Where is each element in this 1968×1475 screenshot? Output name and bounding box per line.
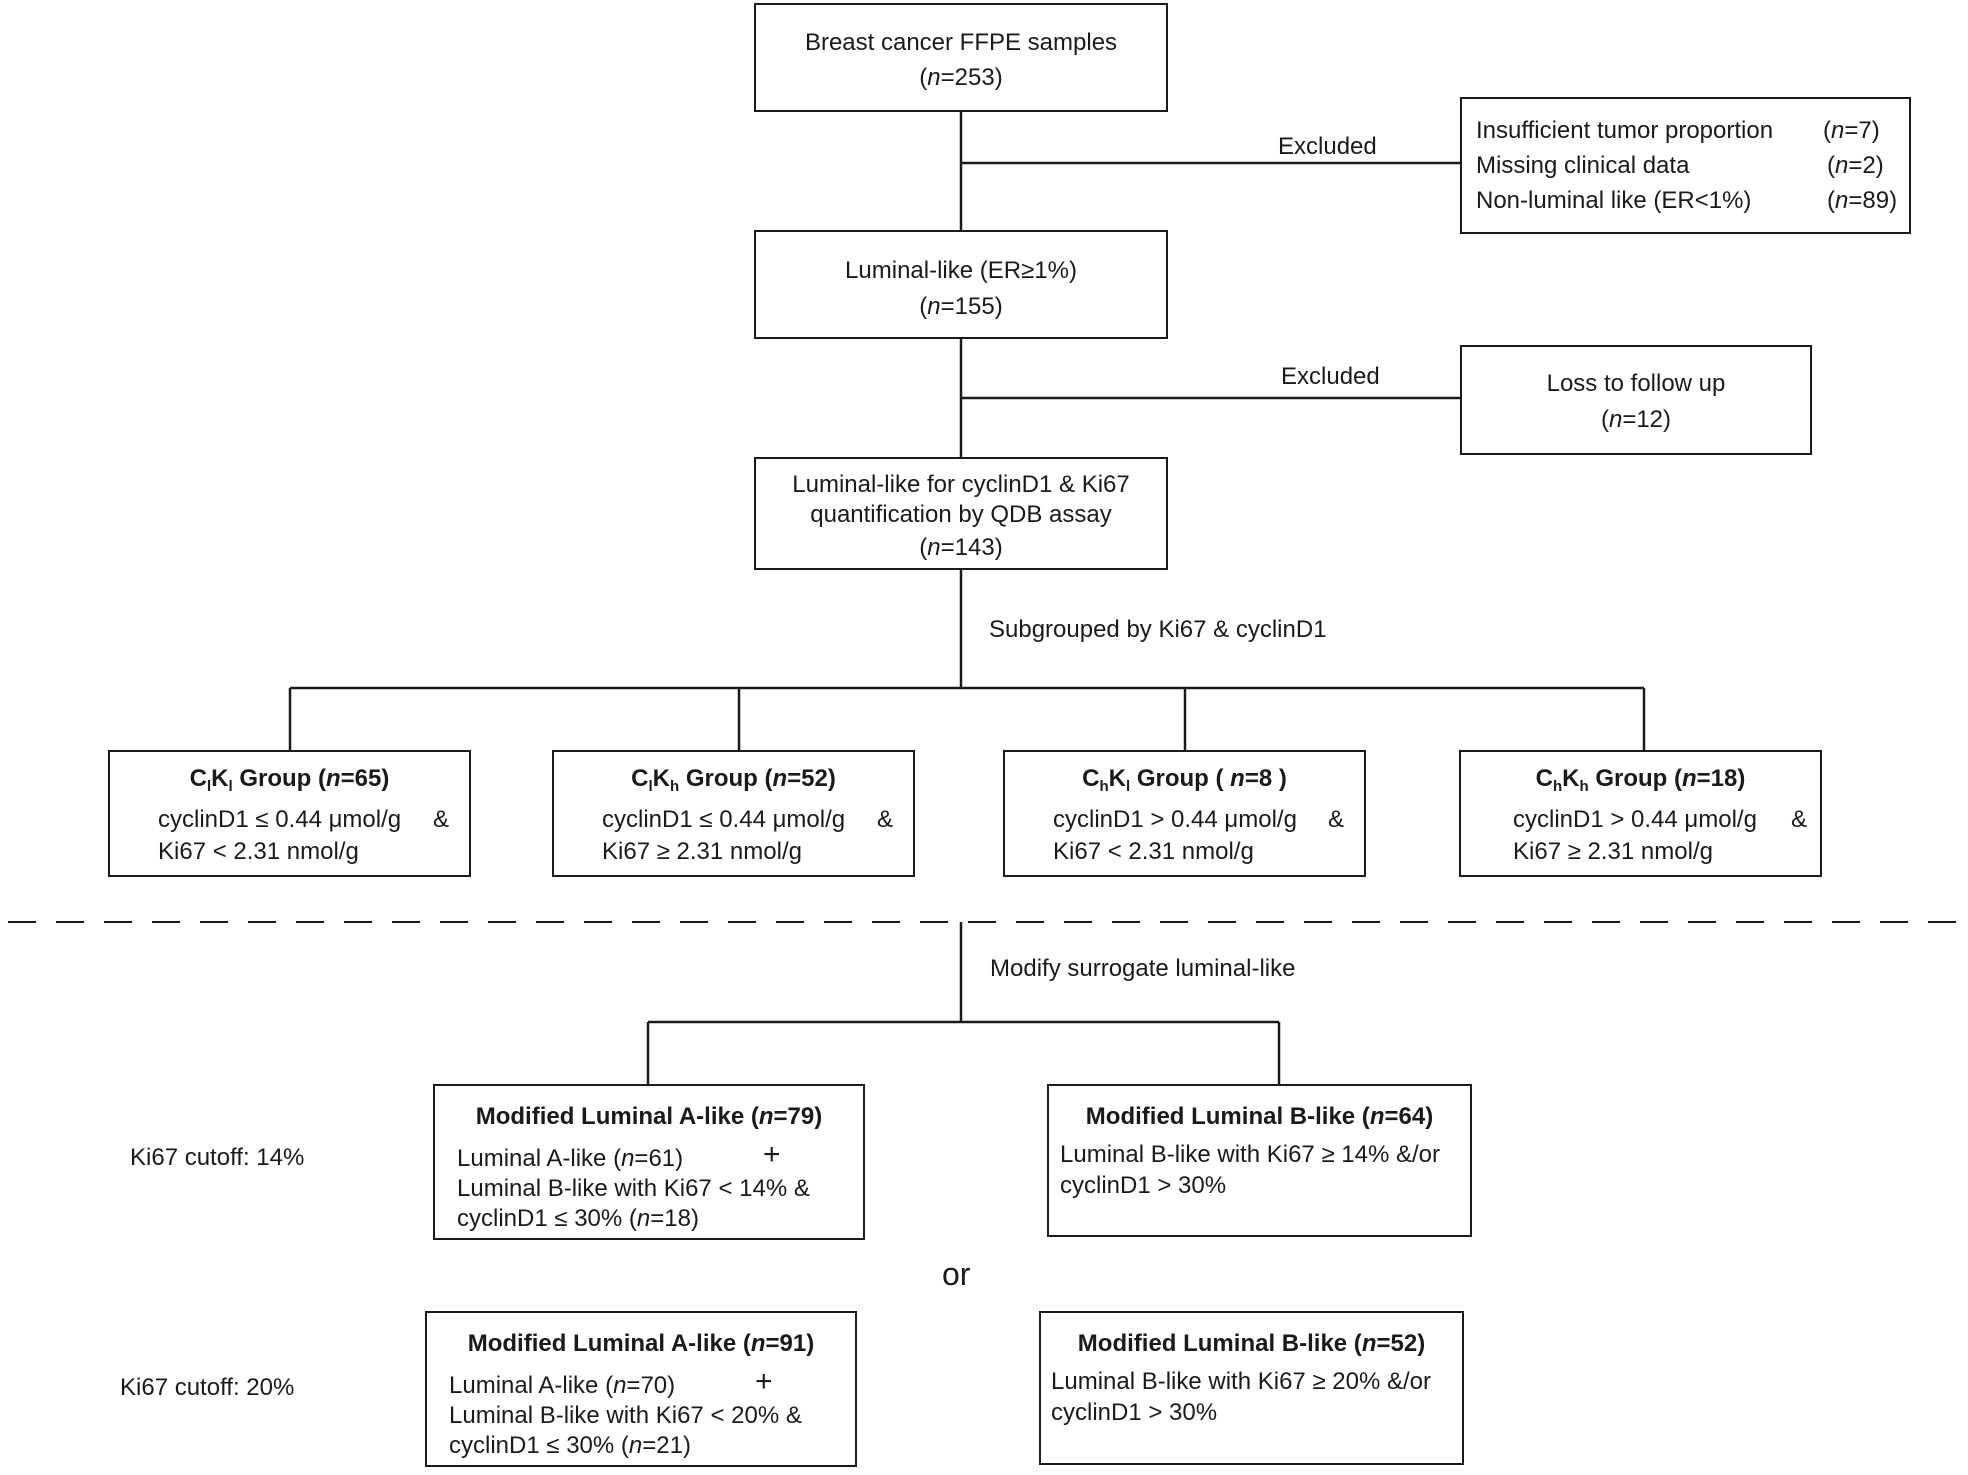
qdb-line-1: Luminal-like for cyclinD1 & Ki67: [792, 471, 1130, 498]
box-loss-follow-up: Loss to follow up (n=12): [1460, 345, 1812, 455]
excluded-reason-1: Insufficient tumor proportion: [1476, 117, 1774, 144]
modified-a-20-line2: Luminal B-like with Ki67 < 20% &: [449, 1402, 802, 1429]
modified-a-20-line1: Luminal A-like (n=70): [449, 1372, 676, 1399]
modified-b-20-line1: Luminal B-like with Ki67 ≥ 20% &/or: [1051, 1368, 1432, 1395]
luminal-count: (n=155): [919, 293, 1003, 320]
excluded-reason-3: Non-luminal like (ER<1%): [1476, 187, 1752, 214]
group-chkh-title: ChKh Group (n=18): [1535, 765, 1746, 795]
loss-follow-up-count: (n=12): [1600, 406, 1672, 433]
excluded-label-1: Excluded: [1278, 133, 1377, 160]
box-excluded-reasons: Insufficient tumor proportion (n=7) Miss…: [1460, 97, 1911, 234]
modified-a-20-line3: cyclinD1 ≤ 30% (n=21): [449, 1432, 691, 1459]
group-clkl-cyclin: cyclinD1 ≤ 0.44 μmol/g: [158, 806, 402, 833]
subgroup-label: Subgrouped by Ki67 & cyclinD1: [989, 616, 1327, 643]
modified-a-14-line3: cyclinD1 ≤ 30% (n=18): [457, 1205, 699, 1232]
luminal-title: Luminal-like (ER≥1%): [845, 257, 1077, 284]
box-group-clkl: ClKl Group (n=65) cyclinD1 ≤ 0.44 μmol/g…: [108, 750, 471, 877]
plus-icon: +: [763, 1138, 781, 1171]
cutoff-20-label: Ki67 cutoff: 20%: [120, 1374, 295, 1401]
group-chkl-title: ChKl Group ( n=8 ): [1082, 765, 1287, 795]
group-chkl-cyclin: cyclinD1 > 0.44 μmol/g: [1053, 806, 1297, 833]
group-chkh-ki67: Ki67 ≥ 2.31 nmol/g: [1513, 838, 1713, 865]
modified-b-20-title: Modified Luminal B-like (n=52): [1077, 1330, 1426, 1357]
excluded-count-1: (n=7): [1823, 117, 1880, 144]
group-chkh-cyclin: cyclinD1 > 0.44 μmol/g: [1513, 806, 1757, 833]
excluded-label-2: Excluded: [1281, 363, 1380, 390]
qdb-count: (n=143): [919, 534, 1003, 561]
group-chkl-amp: &: [1328, 806, 1345, 833]
cutoff-14-label: Ki67 cutoff: 14%: [130, 1144, 305, 1171]
or-label: or: [942, 1256, 971, 1292]
modified-a-20-title: Modified Luminal A-like (n=91): [467, 1330, 815, 1357]
box-group-chkh: ChKh Group (n=18) cyclinD1 > 0.44 μmol/g…: [1459, 750, 1822, 877]
ffpe-title: Breast cancer FFPE samples: [804, 29, 1118, 56]
group-clkh-ki67: Ki67 ≥ 2.31 nmol/g: [602, 838, 802, 865]
excluded-count-2: (n=2): [1827, 152, 1884, 179]
box-luminal-like: Luminal-like (ER≥1%) (n=155): [754, 230, 1168, 339]
modified-b-20-line2: cyclinD1 > 30%: [1051, 1399, 1218, 1426]
modified-a-14-line1: Luminal A-like (n=61): [457, 1145, 684, 1172]
box-ffpe-samples: Breast cancer FFPE samples (n=253): [754, 3, 1168, 112]
box-group-chkl: ChKl Group ( n=8 ) cyclinD1 > 0.44 μmol/…: [1003, 750, 1366, 877]
box-group-clkh: ClKh Group (n=52) cyclinD1 ≤ 0.44 μmol/g…: [552, 750, 915, 877]
box-modified-b-20: Modified Luminal B-like (n=52) Luminal B…: [1039, 1311, 1464, 1465]
loss-follow-up-text: Loss to follow up: [1546, 370, 1726, 397]
modify-label: Modify surrogate luminal-like: [990, 955, 1296, 982]
ffpe-count: (n=253): [919, 64, 1003, 91]
excluded-reason-2: Missing clinical data: [1476, 152, 1690, 179]
box-qdb-quantification: Luminal-like for cyclinD1 & Ki67 quantif…: [754, 457, 1168, 570]
group-clkh-amp: &: [877, 806, 894, 833]
group-clkl-title: ClKl Group (n=65): [189, 765, 390, 795]
modified-a-14-line2: Luminal B-like with Ki67 < 14% &: [457, 1175, 810, 1202]
group-clkh-cyclin: cyclinD1 ≤ 0.44 μmol/g: [602, 806, 846, 833]
group-clkh-title: ClKh Group (n=52): [631, 765, 836, 795]
group-chkl-ki67: Ki67 < 2.31 nmol/g: [1053, 838, 1254, 865]
box-modified-b-14: Modified Luminal B-like (n=64) Luminal B…: [1047, 1084, 1472, 1237]
modified-b-14-line1: Luminal B-like with Ki67 ≥ 14% &/or: [1060, 1141, 1441, 1168]
box-modified-a-20: Modified Luminal A-like (n=91) Luminal A…: [425, 1311, 857, 1467]
group-chkh-amp: &: [1791, 806, 1808, 833]
box-modified-a-14: Modified Luminal A-like (n=79) Luminal A…: [433, 1084, 865, 1240]
plus-icon: +: [755, 1365, 773, 1398]
qdb-line-2: quantification by QDB assay: [810, 501, 1112, 528]
modified-b-14-title: Modified Luminal B-like (n=64): [1085, 1103, 1434, 1130]
modified-a-14-title: Modified Luminal A-like (n=79): [475, 1103, 823, 1130]
modified-b-14-line2: cyclinD1 > 30%: [1060, 1172, 1227, 1199]
excluded-count-3: (n=89): [1827, 187, 1898, 214]
group-clkl-amp: &: [433, 806, 450, 833]
group-clkl-ki67: Ki67 < 2.31 nmol/g: [158, 838, 359, 865]
